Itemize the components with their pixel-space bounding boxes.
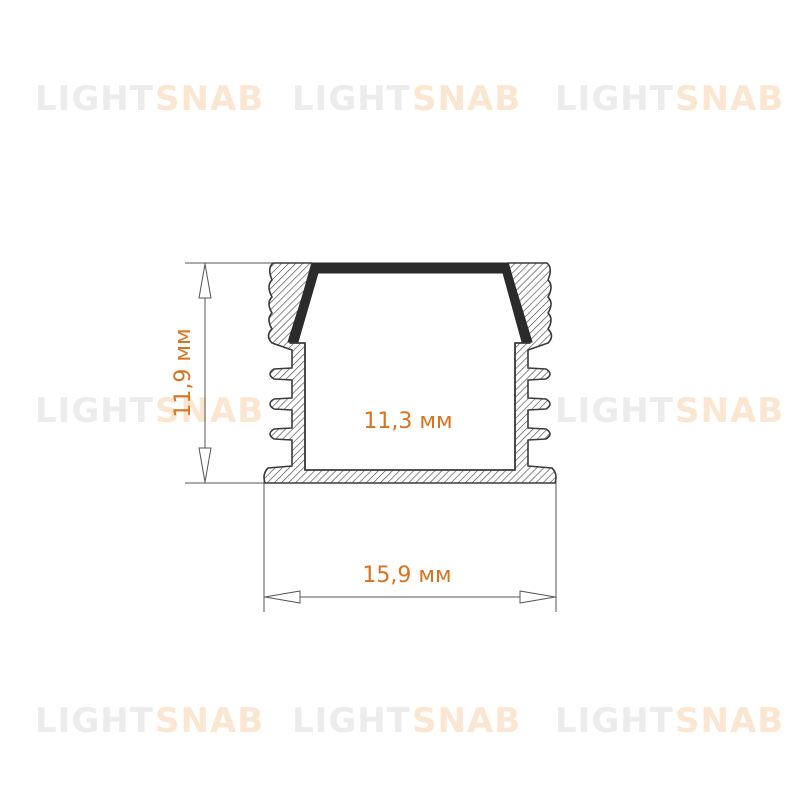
watermark-word-light: LIGHT (35, 701, 154, 741)
watermark-7: LIGHT SNAB (35, 701, 264, 741)
watermark-word-light: LIGHT (35, 391, 154, 431)
watermark-word-light: LIGHT (555, 391, 674, 431)
watermark-word-snab: SNAB (675, 701, 784, 741)
channel-walls (290, 342, 530, 471)
channel-interior-upper (299, 274, 521, 346)
watermark-word-snab: SNAB (412, 701, 521, 741)
inner-width-label: 11,3 мм (363, 409, 452, 434)
watermark-word-light: LIGHT (35, 79, 154, 119)
watermark-word-snab: SNAB (412, 79, 521, 119)
watermark-word-snab: SNAB (155, 701, 264, 741)
watermark-6: LIGHT SNAB (555, 391, 784, 431)
arrow-left-icon (264, 590, 301, 604)
watermark-word-snab: SNAB (155, 391, 264, 431)
watermark-word-light: LIGHT (292, 79, 411, 119)
watermark-4: LIGHT SNAB (35, 391, 264, 431)
arrow-up-icon (198, 263, 212, 299)
height-label: 11,9 мм (171, 328, 196, 417)
watermark-3: LIGHT SNAB (555, 79, 784, 119)
watermark-8: LIGHT SNAB (292, 701, 521, 741)
arrow-right-icon (519, 590, 556, 604)
watermark-word-snab: SNAB (675, 79, 784, 119)
watermark-2: LIGHT SNAB (292, 79, 521, 119)
profile-left-wall (263, 262, 557, 484)
watermark-1: LIGHT SNAB (35, 79, 264, 119)
diffuser-cover (287, 262, 533, 343)
watermark-word-snab: SNAB (155, 79, 264, 119)
watermark-9: LIGHT SNAB (555, 701, 784, 741)
profile-cross-section (263, 262, 557, 484)
watermark-word-light: LIGHT (555, 79, 674, 119)
channel-interior (306, 346, 514, 469)
watermark-word-snab: SNAB (675, 391, 784, 431)
watermark-word-light: LIGHT (555, 701, 674, 741)
arrow-down-icon (198, 447, 212, 483)
watermark-word-light: LIGHT (292, 701, 411, 741)
outer-width-label: 15,9 мм (362, 563, 451, 588)
